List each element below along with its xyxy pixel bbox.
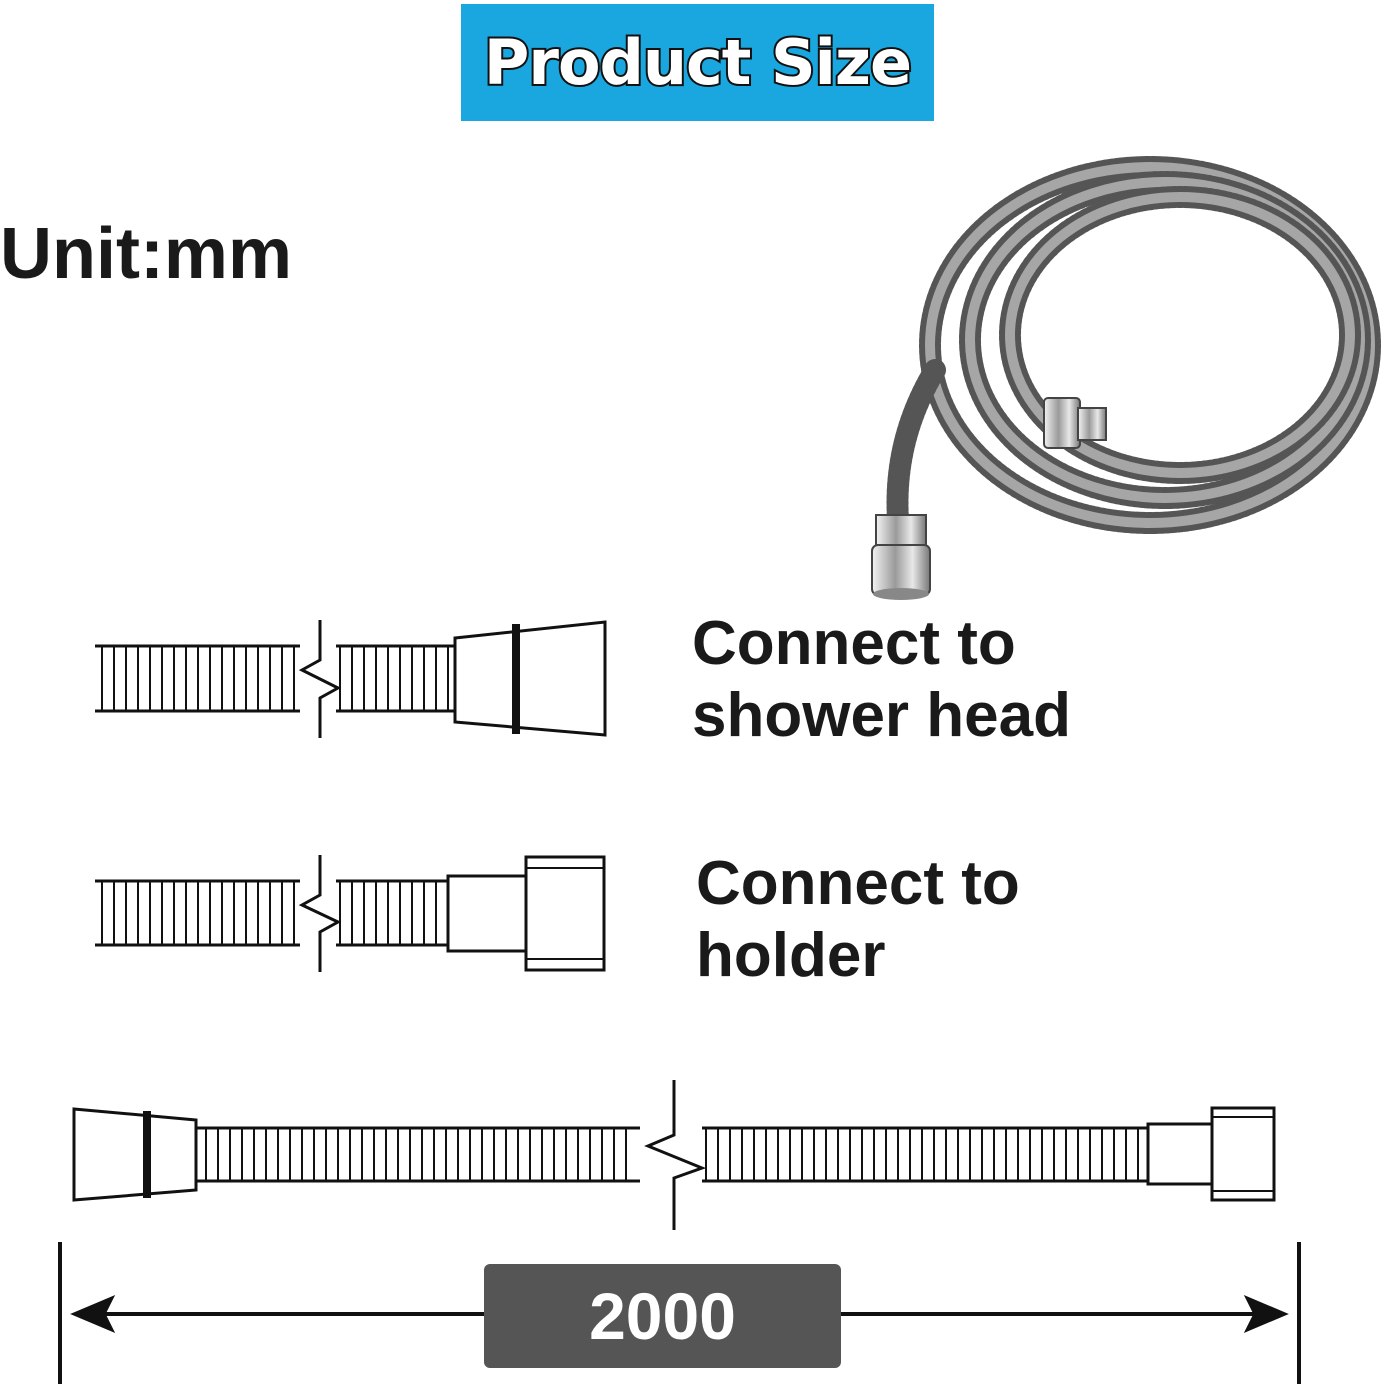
- full-hose-nut: [1210, 1106, 1276, 1202]
- label-shower-line2: shower head: [692, 681, 1071, 750]
- arrow-right: [1243, 1295, 1289, 1333]
- hose-ribs-2: [101, 881, 437, 945]
- break-mark-3: [644, 1080, 707, 1230]
- title-banner: Product Size: [461, 4, 934, 121]
- title-text: Product Size: [482, 24, 914, 101]
- label-holder-line1: Connect to: [696, 849, 1020, 918]
- holder-nut: [524, 855, 606, 972]
- length-badge: 2000: [484, 1264, 841, 1368]
- break-mark-2: [298, 855, 342, 972]
- length-value: 2000: [589, 1279, 736, 1353]
- hex-nut-fitting: [1043, 397, 1107, 449]
- drawing-holder-connector: [95, 855, 606, 972]
- unit-label: Unit:mm: [0, 214, 292, 294]
- hose-ribs-3: [205, 1128, 1139, 1181]
- coil-tail: [886, 359, 946, 531]
- hose-ribs-1: [101, 646, 449, 711]
- break-mark-1: [298, 620, 342, 738]
- label-connect-shower-head: Connect to shower head: [692, 608, 1071, 752]
- cone-connector: [453, 620, 607, 737]
- label-holder-line2: holder: [696, 921, 886, 990]
- arrow-left: [70, 1295, 116, 1333]
- cone-fitting: [871, 514, 931, 600]
- drawing-full-hose: [72, 1080, 1276, 1230]
- holder-sleeve: [446, 874, 528, 953]
- label-shower-line1: Connect to: [692, 609, 1016, 678]
- full-hose-sleeve: [1146, 1122, 1214, 1186]
- label-connect-holder: Connect to holder: [696, 848, 1020, 992]
- full-hose-cone: [72, 1107, 198, 1202]
- drawing-shower-head-connector: [95, 620, 607, 738]
